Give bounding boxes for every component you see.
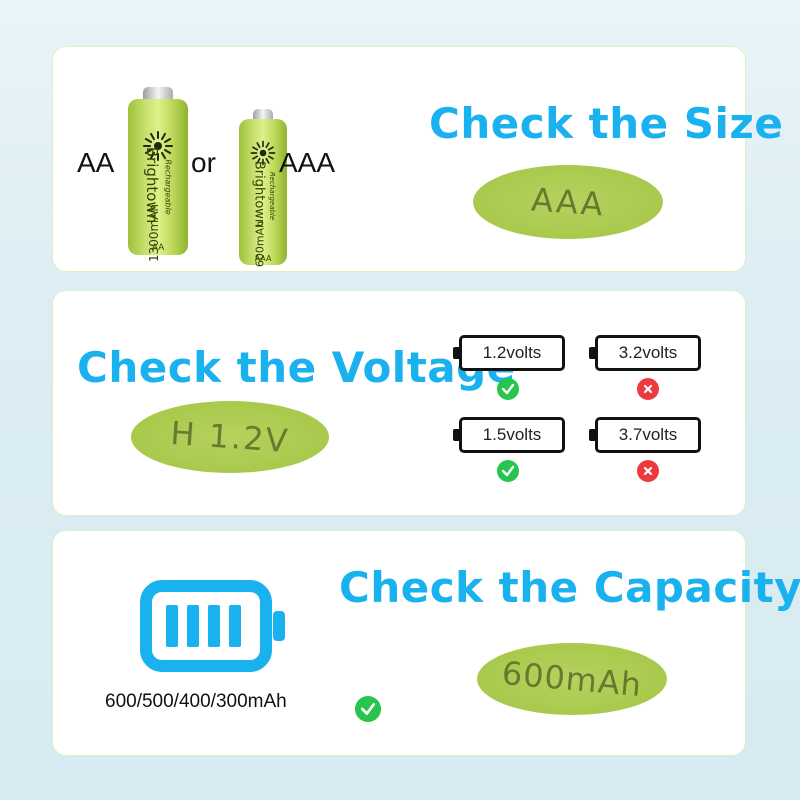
aaa-type: AAA [254,254,272,263]
capacity-list-label: 600/500/400/300mAh [105,691,287,712]
cross-icon [637,378,659,400]
battery-level-icon [140,580,285,672]
check-icon [497,378,519,400]
aaa-brand: Brightown [251,160,267,228]
aa-subtitle: Rechargeable [163,159,173,215]
aaa-subtitle: Rechargeable [268,171,276,221]
voltage-panel: Check the Voltage H 1.2V 1.2volts 3.2vol… [52,290,746,516]
voltage-cell-3: 1.5volts [453,417,565,453]
voltage-cell-1: 1.2volts [453,335,565,371]
aa-label: AA [77,147,115,178]
cross-icon [637,460,659,482]
voltage-oval-text: H 1.2V [169,413,291,461]
capacity-heading: Check the Capacity [339,563,800,612]
voltage-cell-label: 3.7volts [618,425,678,444]
aaa-label: AAA [279,147,336,178]
voltage-oval: H 1.2V [131,401,329,473]
voltage-heading: Check the Voltage [77,343,516,392]
size-panel: AA Brightown Rechargeable [52,46,783,272]
aa-type: AA [151,243,165,253]
capacity-oval: 600mAh [477,643,667,715]
voltage-cell-4: 3.7volts [589,417,701,453]
size-heading: Check the Size [429,99,784,148]
check-icon [497,460,519,482]
size-oval-text: AAA [530,180,606,224]
check-icon [355,696,381,722]
voltage-cell-label: 3.2volts [618,343,678,362]
voltage-cell-label: 1.5volts [482,425,542,444]
sunburst-logo-icon [249,139,277,167]
size-oval: AAA [473,165,663,239]
aa-capacity: 1300mAh [147,203,161,263]
or-label: or [191,147,216,178]
capacity-panel: 600/500/400/300mAh Check the Capacity 60… [52,530,800,756]
voltage-cell-2: 3.2volts [589,335,701,371]
voltage-cell-label: 1.2volts [482,343,542,362]
sunburst-logo-icon [141,129,175,163]
capacity-oval-text: 600mAh [500,653,644,705]
